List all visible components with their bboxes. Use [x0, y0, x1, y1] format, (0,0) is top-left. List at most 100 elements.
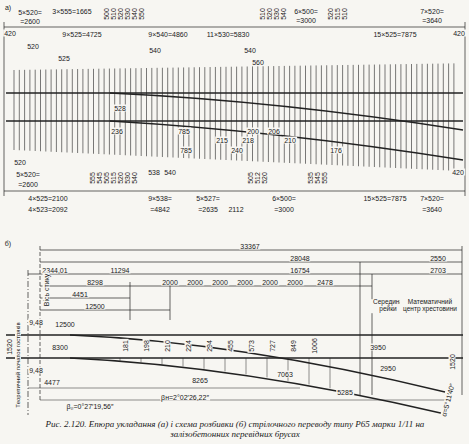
rotated-dimension: 224 — [185, 339, 192, 353]
sleeper — [321, 65, 322, 164]
sleeper — [146, 68, 147, 156]
sleeper — [204, 67, 205, 159]
rotated-dimension: 573 — [248, 339, 255, 353]
rotated-dimension: 181 — [122, 339, 129, 353]
rotated-dimension: 510 — [110, 7, 117, 21]
sleeper — [183, 67, 184, 158]
ordinate-line — [267, 358, 268, 377]
dimension-label: Математичний центр хрестовини — [400, 299, 460, 313]
dimension-label: 8265 — [191, 377, 209, 384]
sleeper — [35, 70, 36, 151]
dimension-label: 15×525=7875 — [362, 195, 407, 202]
sleeper — [98, 69, 99, 154]
rotated-dimension: 849 — [290, 339, 297, 353]
rotated-dimension: 515 — [334, 7, 341, 21]
dimension-label: 538 — [147, 169, 161, 176]
dimension-label: 210 — [283, 137, 297, 144]
sleeper — [40, 70, 41, 152]
sleeper — [294, 66, 295, 163]
rotated-dimension: 455 — [227, 339, 234, 353]
sleeper — [247, 66, 248, 161]
sleeper — [273, 66, 274, 162]
dimension-label: =2600 — [19, 18, 41, 25]
dimension-label: 15×525=7875 — [372, 31, 417, 38]
dimension-label: 525 — [57, 55, 71, 62]
sleeper — [374, 65, 375, 167]
sleeper — [347, 65, 348, 166]
rotated-dimension: 500 — [103, 7, 110, 21]
rotated-dimension: 540 — [131, 7, 138, 21]
sleeper — [438, 64, 439, 170]
dimension-label: 4×525=2100 — [27, 195, 68, 202]
rotated-dimension: 505 — [103, 171, 110, 185]
sleeper — [448, 63, 449, 170]
dimension-label: 200 — [246, 128, 260, 135]
sleeper — [178, 68, 179, 158]
dimension-label: =4842 — [149, 206, 171, 213]
rotated-dimension: 530 — [124, 171, 131, 185]
dimension-label: 5285 — [336, 389, 354, 396]
sleeper — [14, 70, 15, 150]
sleeper — [385, 64, 386, 167]
sleeper — [353, 65, 354, 166]
dimension-label: 240 — [230, 147, 244, 154]
rotated-dimension: 505 — [247, 171, 254, 185]
sleeper — [151, 68, 152, 157]
sleeper — [19, 70, 20, 150]
rotated-dimension: 1520 — [449, 353, 456, 371]
sleeper — [432, 64, 433, 170]
dimension-label: =3640 — [421, 206, 443, 213]
sleeper — [29, 70, 30, 151]
rotated-dimension: 520 — [117, 171, 124, 185]
sleeper — [305, 66, 306, 164]
dimension-label: =3640 — [421, 17, 443, 24]
dimension-label: 3950 — [369, 344, 387, 351]
dimension-label: 8298 — [86, 279, 104, 286]
rotated-dimension: 515 — [110, 171, 117, 185]
dimension-label: 4×523=2092 — [27, 206, 68, 213]
rotated-dimension: 555 — [89, 171, 96, 185]
rotated-dimension: 530 — [273, 7, 280, 21]
rotated-dimension: α=5°11′40″ — [440, 382, 456, 418]
dimension-label: 540 — [163, 169, 177, 176]
ordinate-line — [330, 358, 331, 388]
dimension-label: 5×520= — [15, 171, 41, 178]
sleeper — [199, 67, 200, 159]
dimension-label: 540 — [243, 47, 257, 54]
rotated-dimension: 520 — [117, 7, 124, 21]
sleeper — [268, 66, 269, 162]
dimension-label: 785 — [177, 128, 191, 135]
rotated-dimension: 540 — [131, 171, 138, 185]
sleeper — [188, 67, 189, 158]
sleeper — [51, 69, 52, 151]
dimension-label: 9×538= — [147, 195, 173, 202]
sleeper — [104, 69, 105, 155]
sleeper — [130, 68, 131, 155]
sleeper — [252, 66, 253, 161]
dimension-label: 5×520= — [17, 9, 43, 16]
sleeper — [167, 68, 168, 158]
sleeper — [56, 69, 57, 152]
sleeper — [289, 66, 290, 163]
rotated-dimension: 520 — [266, 7, 273, 21]
dimension-label: 540 — [148, 47, 162, 54]
dimension-label: 9×540=4860 — [147, 31, 188, 38]
rotated-dimension: 545 — [96, 171, 103, 185]
ordinate-line — [309, 358, 310, 384]
sleeper — [220, 67, 221, 160]
sleeper — [300, 66, 301, 164]
dimension-label: 16754 — [289, 267, 310, 274]
sleeper — [24, 70, 25, 151]
dimension-label: 236 — [110, 128, 124, 135]
dimension-label: 4451 — [71, 291, 89, 298]
dimension-label: 2478 — [316, 279, 334, 286]
sleeper — [77, 69, 78, 153]
rotated-dimension: 1006 — [311, 337, 318, 355]
dimension-label: а) — [4, 4, 12, 11]
dimension-label: 2000 — [211, 279, 229, 286]
sleeper — [284, 66, 285, 163]
rotated-dimension: 510 — [259, 7, 266, 21]
dimension-label: 215 — [215, 137, 229, 144]
sleeper — [45, 70, 46, 152]
dimension-label: 520 — [13, 159, 27, 166]
